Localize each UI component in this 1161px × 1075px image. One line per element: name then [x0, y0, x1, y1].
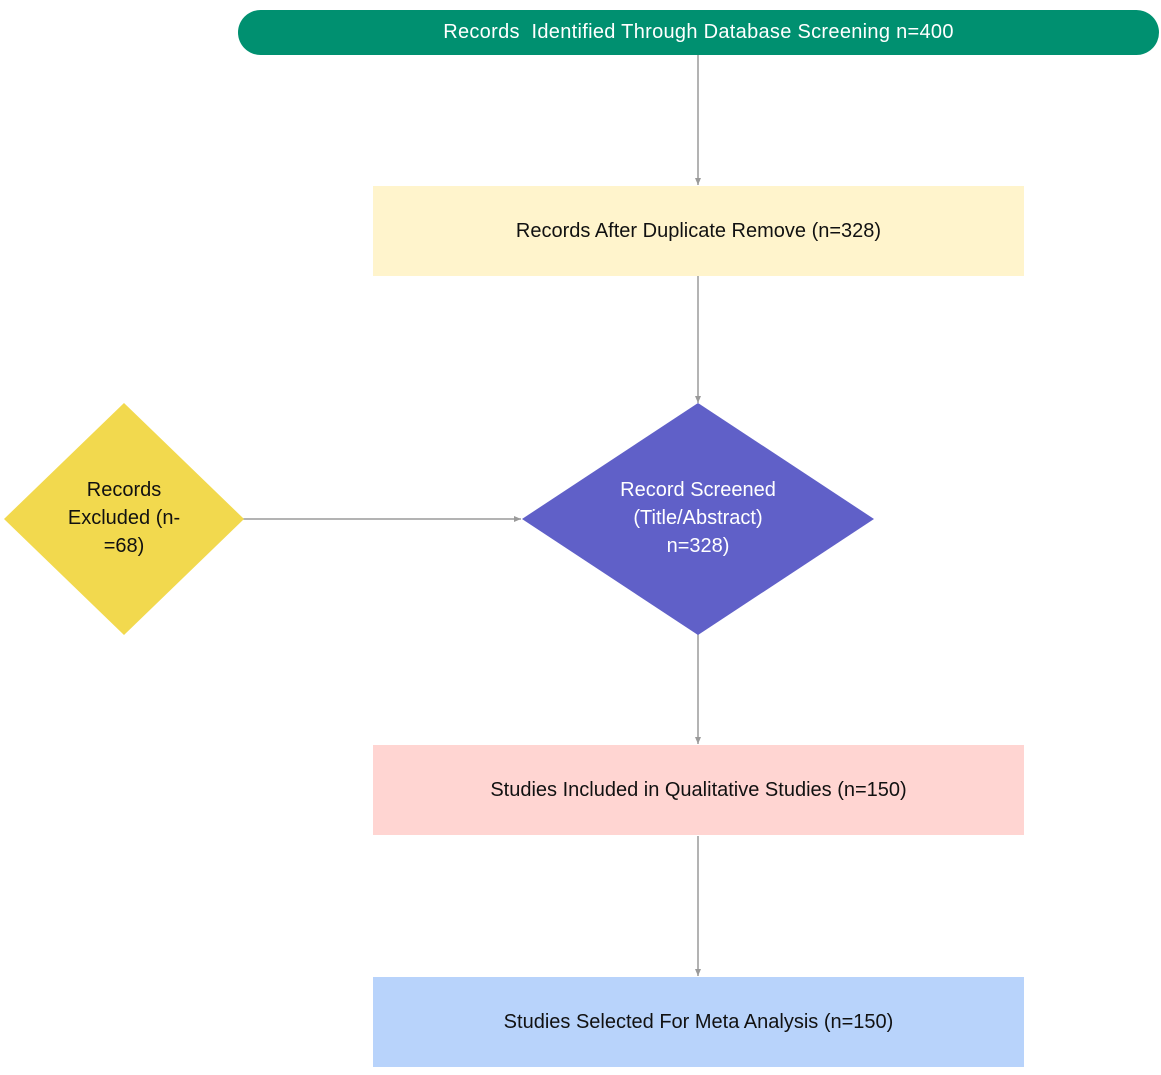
identified-records-node: Records Identified Through Database Scre…: [238, 10, 1159, 55]
screened-line-2: (Title/Abstract): [633, 507, 763, 529]
duplicate-removed-node: Records After Duplicate Remove (n=328): [373, 186, 1024, 276]
excluded-records-diamond: [4, 403, 244, 635]
excluded-line-3: =68): [103, 535, 145, 557]
excluded-line-1: Records: [86, 479, 162, 501]
screened-records-diamond: [522, 403, 874, 635]
qualitative-studies-label: Studies Included in Qualitative Studies …: [490, 778, 907, 801]
qualitative-studies-node: Studies Included in Qualitative Studies …: [373, 745, 1024, 835]
excluded-line-2: Excluded (n-: [67, 507, 181, 529]
screened-records-text: Record Screened (Title/Abstract) n=328): [548, 470, 848, 566]
excluded-records-text: Records Excluded (n- =68): [24, 470, 224, 566]
screened-line-3: n=328): [666, 535, 730, 557]
meta-analysis-label: Studies Selected For Meta Analysis (n=15…: [503, 1010, 894, 1033]
meta-analysis-node: Studies Selected For Meta Analysis (n=15…: [373, 977, 1024, 1067]
duplicate-removed-label: Records After Duplicate Remove (n=328): [515, 219, 882, 242]
identified-records-label: Records Identified Through Database Scre…: [443, 21, 954, 43]
screened-line-1: Record Screened: [620, 479, 776, 501]
